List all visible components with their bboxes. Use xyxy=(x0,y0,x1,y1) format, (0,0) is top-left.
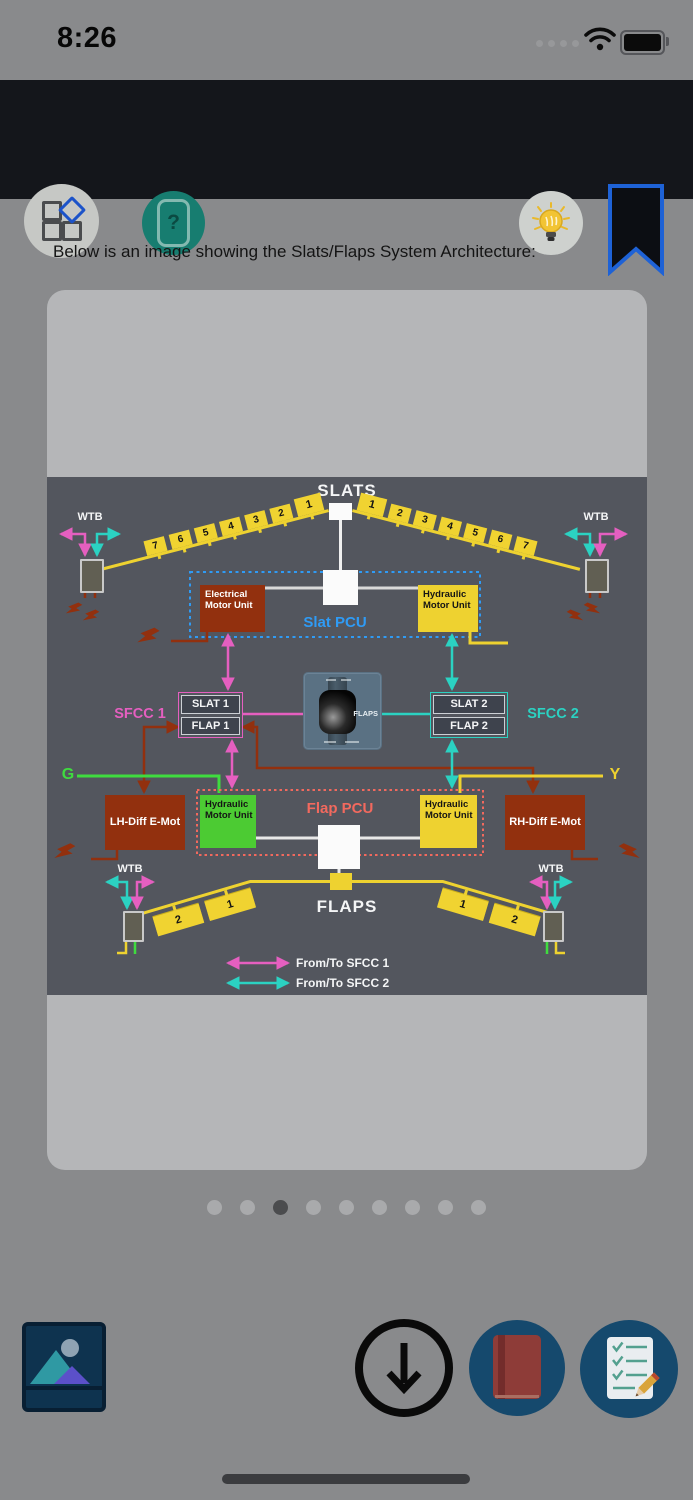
wtb-label: WTB xyxy=(117,863,143,875)
bookmark-button[interactable] xyxy=(607,184,665,281)
lightning-bolt-icon xyxy=(565,606,585,626)
home-indicator[interactable] xyxy=(222,1474,470,1484)
hydraulic-motor-unit-slat: Hydraulic Motor Unit xyxy=(418,585,478,632)
page-dot-9[interactable] xyxy=(471,1200,486,1215)
page-dot-3[interactable] xyxy=(273,1200,288,1215)
hydraulic-motor-unit-flap-yellow: Hydraulic Motor Unit xyxy=(420,795,477,848)
wing-tip-brake xyxy=(80,559,104,593)
flaps-drive-box xyxy=(330,873,352,890)
top-toolbar: ? xyxy=(0,80,693,277)
architecture-image[interactable]: SLATS FLAPS 7 6 5 4 3 2 1 1 2 3 4 5 6 7 … xyxy=(47,477,647,995)
image-thumbnail-button[interactable] xyxy=(22,1322,106,1412)
yellow-system-label: Y xyxy=(609,766,621,783)
flap2-channel: FLAP 2 xyxy=(433,716,505,735)
page-dot-2[interactable] xyxy=(240,1200,255,1215)
lightning-bolt-icon xyxy=(617,839,642,865)
sfcc1-channels: SLAT 1 FLAP 1 xyxy=(178,692,243,738)
flaps-lever-panel: FLAPS xyxy=(303,672,382,750)
battery-icon xyxy=(620,30,669,55)
notes-button[interactable] xyxy=(580,1320,678,1418)
wifi-icon xyxy=(584,26,616,57)
lh-diff-e-mot: LH-Diff E-Mot xyxy=(105,795,185,850)
electrical-motor-unit: Electrical Motor Unit xyxy=(200,585,265,632)
hint-button[interactable] xyxy=(519,191,583,255)
slat-pcu-label: Slat PCU xyxy=(303,614,367,631)
book-button[interactable] xyxy=(469,1320,565,1416)
flaps-title: FLAPS xyxy=(316,897,378,916)
page-dot-4[interactable] xyxy=(306,1200,321,1215)
slat-pcu-gearbox xyxy=(323,570,358,605)
lightning-bolt-icon xyxy=(582,599,602,619)
download-arrow-icon xyxy=(386,1343,422,1395)
lever-knob xyxy=(319,690,356,734)
wtb-label: WTB xyxy=(77,511,103,523)
page-dot-5[interactable] xyxy=(339,1200,354,1215)
sfcc2-channels: SLAT 2 FLAP 2 xyxy=(430,692,508,738)
help-button[interactable]: ? xyxy=(142,191,205,255)
rh-diff-e-mot: RH-Diff E-Mot xyxy=(505,795,585,850)
bookmark-icon xyxy=(608,184,664,277)
download-button[interactable] xyxy=(355,1319,453,1417)
clock: 8:26 xyxy=(57,22,118,54)
lightning-bolt-icon xyxy=(135,623,161,650)
wtb-label: WTB xyxy=(583,511,609,523)
flap-pcu-label: Flap PCU xyxy=(306,800,374,817)
hydraulic-motor-unit-flap-green: Hydraulic Motor Unit xyxy=(200,795,256,848)
cellular-signal-icon xyxy=(536,40,579,47)
wing-tip-brake xyxy=(585,559,609,593)
page-dots xyxy=(0,1200,693,1215)
lightning-bolt-icon xyxy=(52,839,77,865)
page-dot-6[interactable] xyxy=(372,1200,387,1215)
sfcc1-label: SFCC 1 xyxy=(114,706,166,722)
sfcc2-label: SFCC 2 xyxy=(527,706,579,722)
slats-title: SLATS xyxy=(317,481,377,500)
flap1-channel: FLAP 1 xyxy=(181,716,240,735)
slat2-channel: SLAT 2 xyxy=(433,695,505,714)
lightning-bolt-icon xyxy=(81,606,101,626)
book-icon xyxy=(493,1335,541,1399)
legend-sfcc2: From/To SFCC 2 xyxy=(296,976,390,990)
page-dot-1[interactable] xyxy=(207,1200,222,1215)
lightbulb-icon xyxy=(532,202,570,241)
picture-icon xyxy=(26,1339,102,1390)
caption-text: Below is an image showing the Slats/Flap… xyxy=(53,242,536,261)
page-dot-7[interactable] xyxy=(405,1200,420,1215)
question-mark-icon: ? xyxy=(157,199,190,247)
slat1-channel: SLAT 1 xyxy=(181,695,240,714)
checklist-pencil-icon xyxy=(607,1337,660,1399)
slats-drive-box xyxy=(329,503,352,520)
wing-tip-brake xyxy=(123,911,144,942)
diagram-lines xyxy=(52,520,642,990)
wing-tip-brake xyxy=(543,911,564,942)
wtb-label: WTB xyxy=(538,863,564,875)
apps-grid-icon xyxy=(41,195,86,241)
page-dot-8[interactable] xyxy=(438,1200,453,1215)
status-bar: 8:26 xyxy=(0,0,693,80)
apps-menu-button[interactable] xyxy=(24,184,99,258)
lightning-bolt-icon xyxy=(64,599,84,619)
flap-pcu-gearbox xyxy=(318,825,360,869)
green-system-label: G xyxy=(61,766,75,783)
legend-sfcc1: From/To SFCC 1 xyxy=(296,956,390,970)
lever-flaps-label: FLAPS xyxy=(353,709,378,718)
